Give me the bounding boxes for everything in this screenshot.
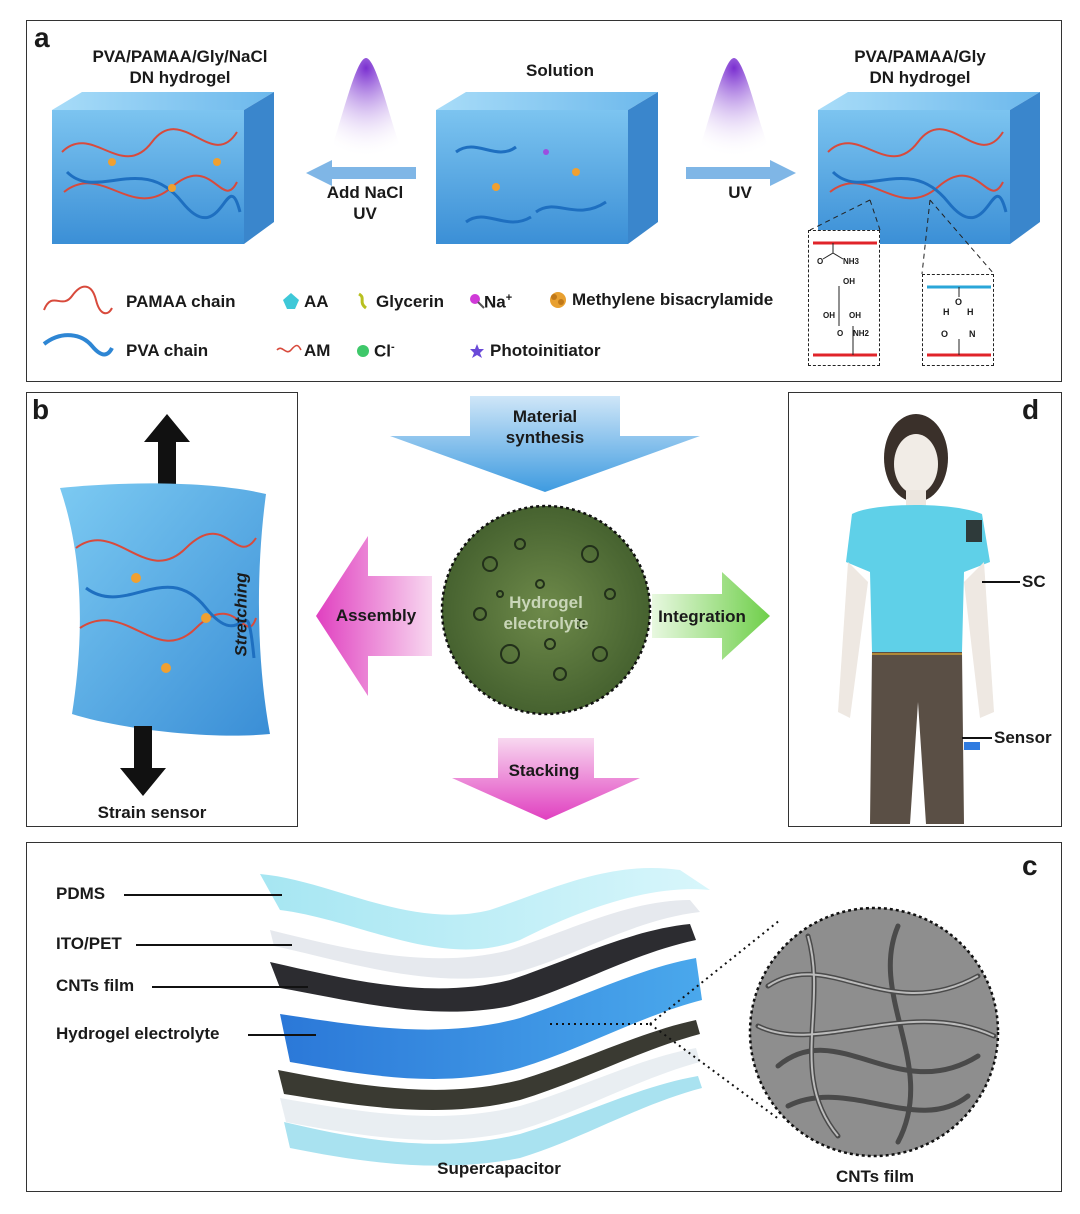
- chem-r-n: N: [969, 329, 976, 339]
- chem-oh3: OH: [849, 311, 861, 320]
- chem-o1: O: [817, 257, 824, 266]
- layer-label-ito-pet: ITO/PET: [56, 934, 122, 953]
- layer-label-hydrogel-electrolyte: Hydrogel electrolyte: [56, 1024, 220, 1043]
- leader-pdms: [124, 894, 282, 896]
- aa-icon: [283, 293, 299, 309]
- material-synthesis-label: Material synthesis: [480, 406, 610, 448]
- cnts-film-micrograph: [748, 906, 1000, 1158]
- material-synthesis-arrow: [390, 396, 700, 492]
- pamaa-chain-icon: [43, 285, 113, 315]
- mba-icon: [550, 292, 566, 308]
- integration-label: Integration: [658, 607, 746, 626]
- legend-photoinitiator: Photoinitiator: [490, 341, 601, 360]
- stacking-label: Stacking: [508, 761, 580, 780]
- arrow-left-add-nacl-icon: [306, 160, 416, 186]
- leader-cnts-film: [152, 986, 308, 988]
- layer-label-pdms: PDMS: [56, 884, 106, 903]
- panel-label-b: b: [32, 394, 50, 425]
- leader-ito-pet: [136, 944, 292, 946]
- assembly-arrow: [316, 536, 432, 696]
- left-hydrogel-title: PVA/PAMAA/Gly/NaCl DN hydrogel: [60, 46, 300, 88]
- panel-label-a: a: [34, 22, 50, 53]
- uv-cone-right-icon: [694, 58, 774, 158]
- leader-hydrogel: [248, 1034, 316, 1036]
- sc-leader: [982, 581, 1020, 583]
- layer-label-cnts-film: CNTs film: [56, 976, 135, 995]
- uv-cone-left-icon: [326, 58, 406, 158]
- am-icon: [276, 344, 302, 353]
- stacking-arrow: [452, 738, 640, 820]
- micrograph-label: Hydrogel electrolyte: [486, 592, 606, 634]
- na-icon: [470, 294, 485, 309]
- right-hydrogel-cube: [818, 92, 1040, 244]
- zoom-guides: [809, 199, 995, 275]
- legend-cl-text: Cl: [374, 341, 391, 361]
- chem-r-h2: H: [967, 307, 974, 317]
- legend-na-sup: +: [505, 292, 513, 304]
- chem-nh2: NH2: [853, 329, 870, 338]
- left-title-line2: DN hydrogel: [129, 68, 231, 87]
- solution-title: Solution: [526, 61, 594, 80]
- panel-label-c: c: [1022, 850, 1038, 881]
- chem-r-o2: O: [941, 329, 949, 339]
- arrow-right-uv-icon: [686, 160, 796, 186]
- legend-pamaa: PAMAA chain: [126, 292, 236, 311]
- legend-aa: AA: [304, 292, 329, 311]
- right-hydrogel-title: PVA/PAMAA/Gly DN hydrogel: [810, 46, 1030, 88]
- cnts-film-caption: CNTs film: [835, 1167, 915, 1186]
- legend-cl-sup: -: [391, 341, 395, 353]
- uv-right-label: UV: [728, 183, 752, 202]
- stretching-label: Stretching: [231, 572, 251, 657]
- integration-arrow: [652, 572, 770, 660]
- stretched-hydrogel: [60, 483, 270, 736]
- glycerin-icon: [358, 292, 368, 310]
- add-nacl-label: Add NaCl: [326, 183, 404, 202]
- left-hydrogel-cube: [52, 92, 274, 244]
- micrograph-line2: electrolyte: [503, 614, 589, 633]
- solution-cube: [436, 92, 658, 244]
- synthesis-line2: synthesis: [505, 428, 585, 447]
- legend-pva: PVA chain: [126, 341, 209, 360]
- legend-mba: Methylene bisacrylamide: [572, 290, 774, 309]
- sensor-leader: [962, 737, 992, 739]
- uv-left-label: UV: [353, 204, 377, 223]
- chem-o2: O: [837, 329, 844, 338]
- right-title-line2: DN hydrogel: [869, 68, 971, 87]
- chem-oh2: OH: [823, 311, 835, 320]
- add-nacl-uv-label: Add NaCl UV: [310, 182, 420, 224]
- hydrogel-electrolyte-micrograph: [440, 504, 652, 716]
- hbond-inset-right: O H H O N: [922, 274, 994, 366]
- left-title-line1: PVA/PAMAA/Gly/NaCl: [92, 47, 268, 66]
- synthesis-line1: Material: [512, 407, 578, 426]
- hbond-inset-left: NH3 O OH OH OH NH2 O: [808, 230, 880, 366]
- pva-chain-icon: [42, 333, 114, 357]
- legend-na-text: Na: [484, 292, 506, 312]
- legend-glycerin: Glycerin: [376, 292, 445, 311]
- micrograph-line1: Hydrogel: [509, 593, 583, 612]
- legend-na: Na+: [484, 292, 512, 313]
- wearer-figure: [838, 414, 994, 824]
- sensor-label: Sensor: [994, 728, 1052, 747]
- chem-oh1: OH: [843, 277, 855, 286]
- supercapacitor-caption: Supercapacitor: [437, 1159, 561, 1178]
- panel-label-d: d: [1022, 394, 1040, 425]
- assembly-label: Assembly: [335, 606, 417, 625]
- chem-r-o1: O: [955, 297, 963, 307]
- legend-am: AM: [304, 341, 331, 360]
- sc-label: SC: [1022, 572, 1046, 591]
- chem-r-h1: H: [943, 307, 950, 317]
- photoinitiator-icon: [470, 344, 484, 358]
- chem-nh3: NH3: [843, 257, 860, 266]
- legend-cl: Cl-: [374, 341, 395, 362]
- right-title-line1: PVA/PAMAA/Gly: [854, 47, 986, 66]
- strain-sensor-caption: Strain sensor: [97, 803, 207, 822]
- stretch-up-arrow-icon: [144, 414, 190, 484]
- stretch-down-arrow-icon: [120, 726, 166, 796]
- cnts-zoom-guides: [550, 919, 781, 1121]
- supercapacitor-stack: [260, 868, 710, 1166]
- cl-icon: [357, 345, 369, 357]
